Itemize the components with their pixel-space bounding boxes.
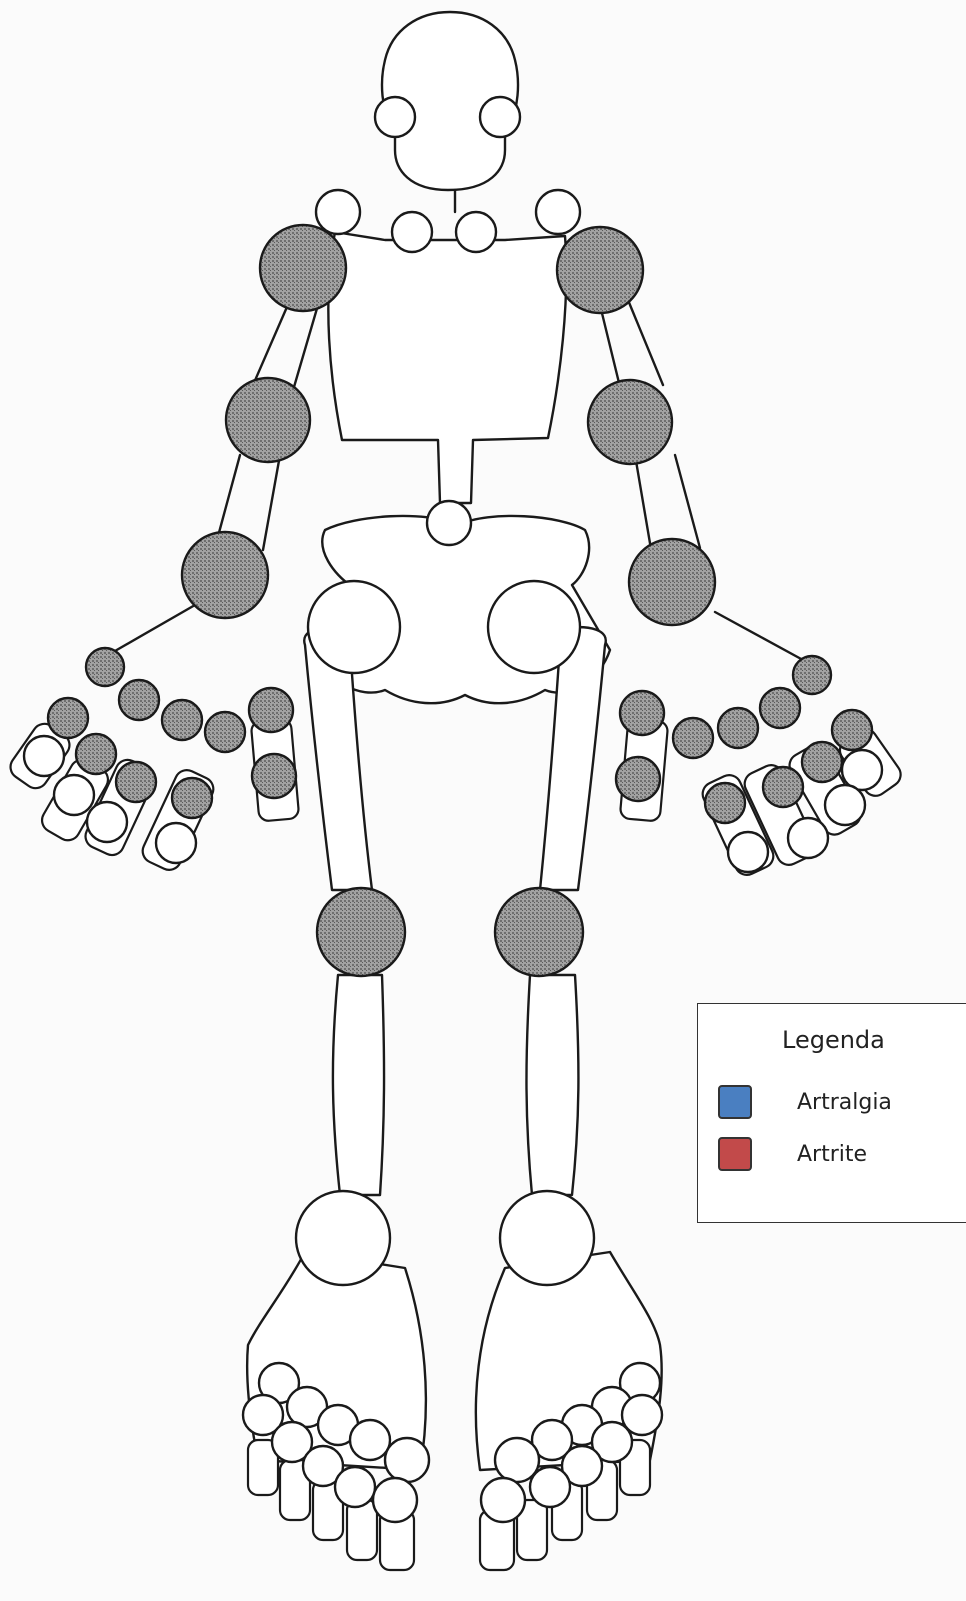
right-upper-arm-line-outer bbox=[253, 300, 290, 385]
left-shin bbox=[526, 975, 578, 1195]
joint-acromioclavicular-2 bbox=[536, 190, 580, 234]
legend-swatch-artrite bbox=[718, 1137, 752, 1171]
joint-left-hand-mcp-3 bbox=[760, 688, 800, 728]
joint-temporomandibular-1 bbox=[375, 97, 415, 137]
joint-ankles-2 bbox=[500, 1191, 594, 1285]
joint-right-shoulder bbox=[260, 225, 346, 311]
joint-left-thumb-2 bbox=[616, 757, 660, 801]
joint-temporomandibular-2 bbox=[480, 97, 520, 137]
joint-left-hand-pip-3 bbox=[705, 783, 745, 823]
right-forearm-line-outer bbox=[217, 455, 240, 540]
joint-hips-1 bbox=[308, 581, 400, 673]
left-upper-arm-line-inner bbox=[600, 305, 620, 387]
joint-feet-4 bbox=[350, 1420, 390, 1460]
joint-right-elbow bbox=[226, 378, 310, 462]
legend-swatch-artralgia bbox=[718, 1085, 752, 1119]
joint-left-thumb-1 bbox=[620, 691, 664, 735]
joint-right-wrist bbox=[182, 532, 268, 618]
joint-feet-5 bbox=[385, 1438, 429, 1482]
left-palm-line bbox=[715, 612, 803, 660]
joint-right-hand-mcp-2 bbox=[48, 698, 88, 738]
joint-right-hand-mcp-5 bbox=[205, 712, 245, 752]
joint-right-thumb-1 bbox=[249, 688, 293, 732]
joint-sternoclavicular-1 bbox=[392, 212, 432, 252]
joint-hand-dip-5 bbox=[842, 750, 882, 790]
left-forearm-line-outer bbox=[675, 455, 700, 548]
joint-left-hand-pip-2 bbox=[763, 767, 803, 807]
joint-left-hand-pip-1 bbox=[802, 742, 842, 782]
joint-feet-10 bbox=[373, 1478, 417, 1522]
joint-right-hand-mcp-4 bbox=[162, 700, 202, 740]
left-upper-arm-line-outer bbox=[628, 300, 663, 385]
thorax bbox=[328, 232, 566, 503]
joint-acromioclavicular-1 bbox=[316, 190, 360, 234]
joint-feet-20 bbox=[481, 1478, 525, 1522]
joint-right-hand-mcp-3 bbox=[119, 680, 159, 720]
right-shin bbox=[333, 975, 384, 1195]
joint-left-hand-mcp-5 bbox=[673, 718, 713, 758]
right-forearm-line-inner bbox=[263, 455, 280, 550]
joint-right-hand-pip-2 bbox=[116, 762, 156, 802]
joint-left-elbow bbox=[588, 380, 672, 464]
joint-left-hand-mcp-1 bbox=[793, 656, 831, 694]
joint-hand-dip-3 bbox=[87, 802, 127, 842]
right-palm-line bbox=[108, 605, 195, 655]
legend: Legenda Artralgia Artrite bbox=[697, 1003, 966, 1223]
joint-left-shoulder bbox=[557, 227, 643, 313]
joint-right-hand-pip-3 bbox=[172, 778, 212, 818]
joint-left-hand-mcp-2 bbox=[832, 710, 872, 750]
right-upper-arm-line-inner bbox=[294, 305, 318, 387]
joint-sacroiliac bbox=[427, 501, 471, 545]
joint-hand-dip-1 bbox=[24, 736, 64, 776]
joint-left-hand-mcp-4 bbox=[718, 708, 758, 748]
joint-right-hand-pip-1 bbox=[76, 734, 116, 774]
joint-hand-dip-7 bbox=[788, 818, 828, 858]
joint-left-knee bbox=[495, 888, 583, 976]
joint-right-thumb-2 bbox=[252, 754, 296, 798]
joint-sternoclavicular-2 bbox=[456, 212, 496, 252]
joint-right-hand-mcp-1 bbox=[86, 648, 124, 686]
joint-feet-19 bbox=[530, 1467, 570, 1507]
joint-ankles-1 bbox=[296, 1191, 390, 1285]
joint-left-wrist bbox=[629, 539, 715, 625]
joint-hand-dip-6 bbox=[825, 785, 865, 825]
joint-feet-9 bbox=[335, 1467, 375, 1507]
joint-hips-2 bbox=[488, 581, 580, 673]
legend-label-artralgia: Artralgia bbox=[797, 1090, 892, 1115]
joint-hand-dip-2 bbox=[54, 775, 94, 815]
legend-label-artrite: Artrite bbox=[797, 1142, 867, 1167]
joint-hand-dip-4 bbox=[156, 823, 196, 863]
joint-right-knee bbox=[317, 888, 405, 976]
joint-hand-dip-8 bbox=[728, 832, 768, 872]
legend-title: Legenda bbox=[782, 1026, 885, 1054]
left-forearm-line-inner bbox=[635, 455, 652, 555]
